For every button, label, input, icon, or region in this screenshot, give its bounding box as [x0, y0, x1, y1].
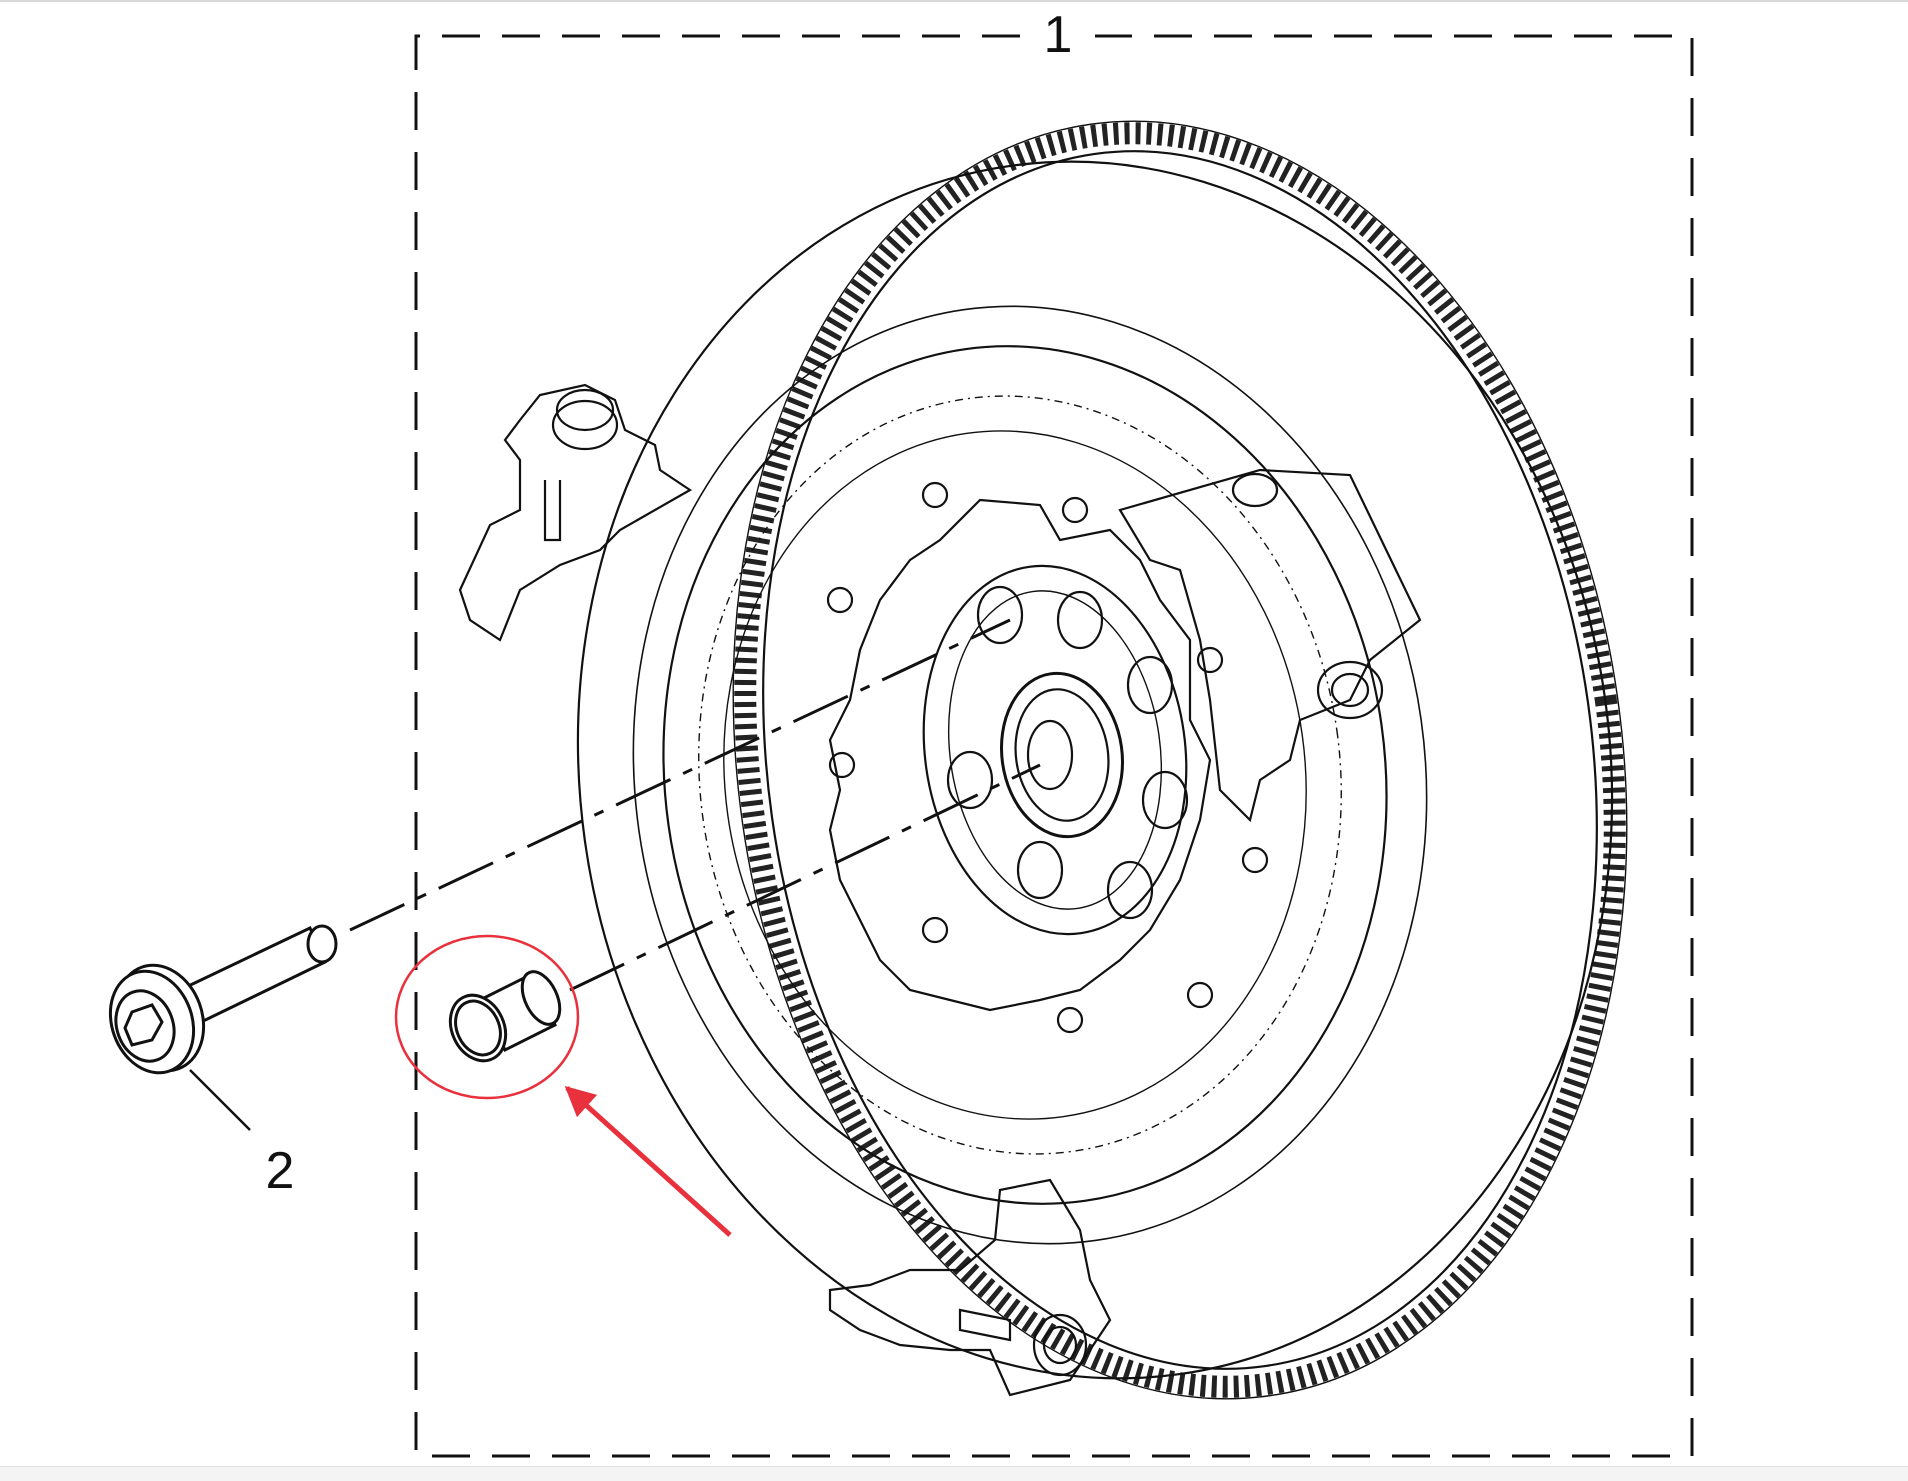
assembly-boundary [414, 34, 1694, 1458]
dowel-pin-icon [448, 970, 562, 1063]
assembly-centre-lines [349, 618, 1041, 992]
callout-1-label: 1 [1044, 6, 1073, 64]
highlight-circle [394, 934, 580, 1100]
callout-2-leader [189, 1069, 251, 1131]
top-border [0, 0, 1908, 2]
highlight-arrow [564, 1085, 732, 1237]
socket-head-bolt-icon [108, 924, 338, 1075]
bottom-border [0, 1466, 1908, 1481]
callout-2-label: 2 [266, 1142, 295, 1200]
dual-mass-flywheel-icon [458, 120, 1628, 1400]
